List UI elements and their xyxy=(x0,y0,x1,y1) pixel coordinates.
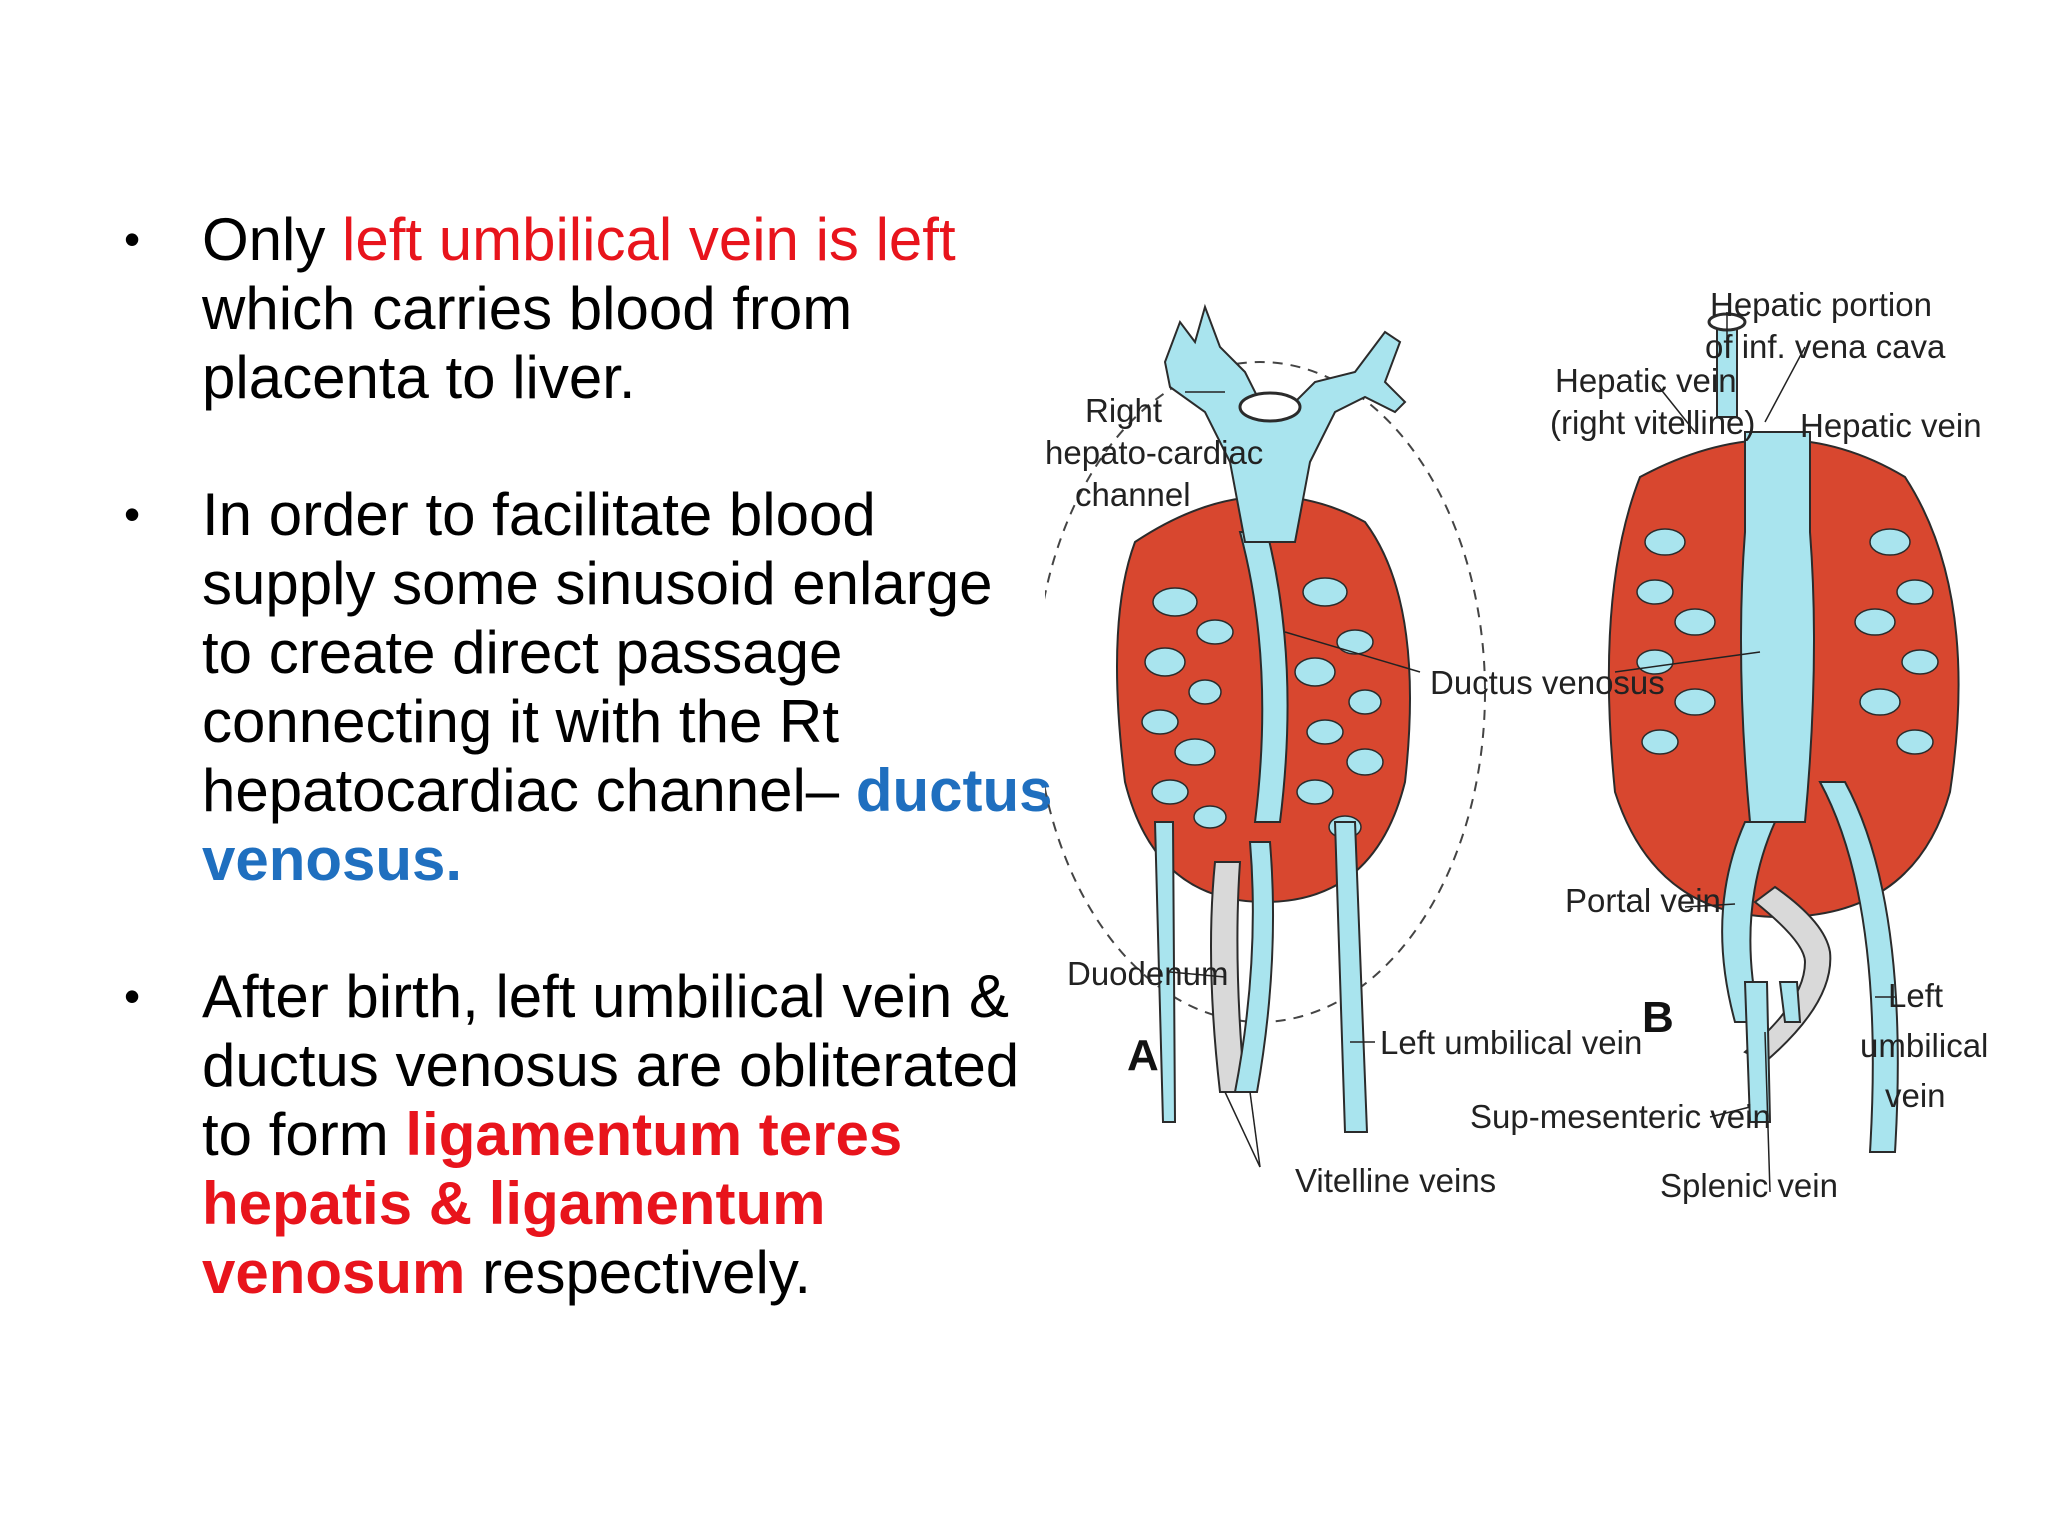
panel-a-vitelline-vein-right xyxy=(1233,841,1275,1093)
diagram-labels: Right hepato-cardiac channel Hepatic por… xyxy=(1045,286,1988,1204)
label-sup-mesenteric-vein: Sup-mesenteric vein xyxy=(1470,1098,1771,1135)
label-channel: channel xyxy=(1075,476,1191,513)
label-hepato-cardiac: hepato-cardiac xyxy=(1045,434,1263,471)
diagram-svg: Right hepato-cardiac channel Hepatic por… xyxy=(1045,286,1988,1204)
panel-b-splenic-vein xyxy=(1778,981,1802,1023)
label-hepatic-portion: Hepatic portion xyxy=(1710,286,1932,323)
bullet-item-1: • Only left umbilical vein is left which… xyxy=(118,205,1058,412)
label-panel-b: B xyxy=(1642,993,1674,1042)
label-portal-vein: Portal vein xyxy=(1565,882,1721,919)
label-hepatic-vein-rv: Hepatic vein xyxy=(1555,362,1737,399)
bullet-marker: • xyxy=(124,970,141,1022)
panel-a-leader-lines xyxy=(1169,391,1421,1168)
label-left-umbilical-vein-a: Left umbilical vein xyxy=(1380,1024,1642,1061)
label-panel-a: A xyxy=(1127,1031,1159,1080)
panel-b-sinusoids xyxy=(1636,528,1939,755)
label-umbilical: umbilical xyxy=(1860,1027,1988,1064)
label-right-vitelline: (right vitelline) xyxy=(1550,404,1755,441)
bullet-2-text-highlight: ductus venosus. xyxy=(202,757,1053,893)
label-duodenum: Duodenum xyxy=(1067,955,1228,992)
bullet-1-text-plain: Only xyxy=(202,206,343,273)
panel-a-sinusoids xyxy=(1141,577,1384,839)
bullet-marker: • xyxy=(124,488,141,540)
label-right: Right xyxy=(1085,392,1162,429)
bullet-3-text-highlight: ligamentum teres hepatis & ligamentum ve… xyxy=(202,1101,903,1306)
label-ductus-venosus: Ductus venosus xyxy=(1430,664,1665,701)
panel-b-sup-mesenteric-vein xyxy=(1743,981,1772,1123)
panel-a-left-umbilical-vein xyxy=(1333,821,1369,1133)
bullet-marker: • xyxy=(124,213,141,265)
bullet-item-3: • After birth, left umbilical vein & duc… xyxy=(118,962,1058,1307)
label-inf-vena-cava: of inf. vena cava xyxy=(1705,328,1946,365)
panel-b-ductus-venosus xyxy=(1740,431,1815,823)
panel-a-vessel-opening xyxy=(1238,391,1302,423)
bullet-item-2: • In order to facilitate blood supply so… xyxy=(118,480,1058,894)
label-left: Left xyxy=(1888,977,1943,1014)
panel-a-drawing xyxy=(1045,303,1486,1168)
bullet-list: • Only left umbilical vein is left which… xyxy=(118,205,1058,1307)
panel-b-leader-lines xyxy=(1614,312,1895,1193)
label-splenic-vein: Splenic vein xyxy=(1660,1167,1838,1204)
bullet-3-text-rest: respectively. xyxy=(465,1239,812,1306)
bullet-3-text-plain: After birth, left umbilical vein & ductu… xyxy=(202,963,1020,1168)
bullet-1-text-rest: which carries blood from placenta to liv… xyxy=(202,275,853,411)
bullet-1-text-highlight: left umbilical vein is left xyxy=(342,206,956,273)
bullet-2-text-plain: In order to facilitate blood supply some… xyxy=(202,481,993,824)
panel-a-ductus-venosus xyxy=(1238,531,1289,823)
panel-a-vitelline-vein-left xyxy=(1153,821,1177,1123)
liver-vein-diagram: Right hepato-cardiac channel Hepatic por… xyxy=(1045,262,2005,1272)
label-vitelline-veins: Vitelline veins xyxy=(1295,1162,1496,1199)
label-hepatic-vein: Hepatic vein xyxy=(1800,407,1982,444)
panel-a-hepatocardiac-channel xyxy=(1163,303,1407,543)
label-vein: vein xyxy=(1885,1077,1946,1114)
panel-b-left-umbilical-vein xyxy=(1818,781,1899,1153)
panel-b-drawing xyxy=(1607,312,1960,1193)
